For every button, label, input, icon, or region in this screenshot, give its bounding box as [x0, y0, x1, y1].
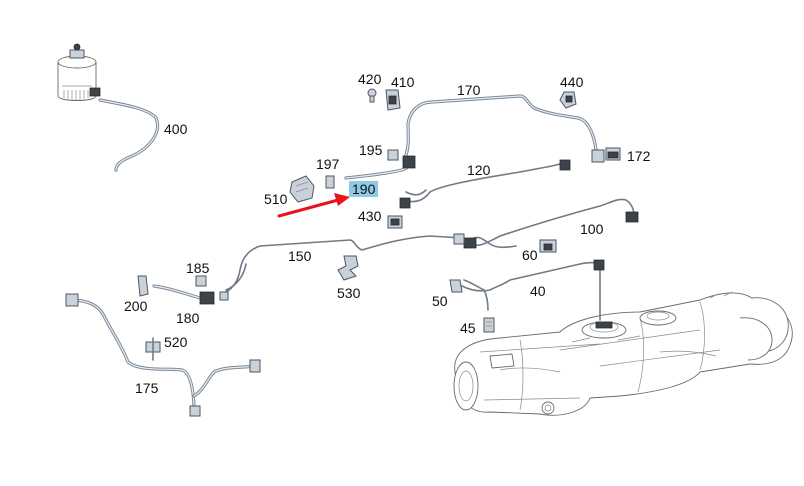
part-440-clip [559, 91, 577, 109]
label-40[interactable]: 40 [530, 283, 546, 299]
label-420[interactable]: 420 [358, 71, 382, 87]
label-520[interactable]: 520 [164, 334, 188, 350]
label-510[interactable]: 510 [264, 191, 288, 207]
label-410[interactable]: 410 [391, 74, 415, 90]
label-200[interactable]: 200 [124, 298, 148, 314]
part-175-line [65, 293, 261, 417]
label-185[interactable]: 185 [186, 260, 210, 276]
label-60[interactable]: 60 [522, 247, 538, 263]
part-120-line [399, 159, 571, 209]
callout-arrow [277, 193, 350, 218]
label-197[interactable]: 197 [316, 156, 340, 172]
part-420-screw [367, 88, 377, 103]
part-60-valve [539, 239, 557, 253]
part-410-clip [385, 89, 401, 111]
part-510-bracket [289, 175, 315, 203]
label-50[interactable]: 50 [432, 293, 448, 309]
part-520-clip [145, 337, 161, 361]
part-195-clip [387, 149, 399, 161]
part-50-connector [449, 279, 463, 293]
part-400-canister [57, 43, 160, 172]
part-40-line [461, 259, 605, 311]
part-45-filter [483, 317, 495, 333]
label-400[interactable]: 400 [164, 121, 188, 137]
label-172[interactable]: 172 [627, 148, 651, 164]
label-150[interactable]: 150 [288, 248, 312, 264]
label-175[interactable]: 175 [135, 380, 159, 396]
label-170[interactable]: 170 [457, 82, 481, 98]
part-430-clip [387, 215, 403, 229]
label-45[interactable]: 45 [460, 320, 476, 336]
label-180[interactable]: 180 [176, 310, 200, 326]
part-170-line [402, 94, 605, 163]
part-190-hose [344, 155, 416, 180]
part-185-clip [195, 275, 207, 287]
label-430[interactable]: 430 [358, 208, 382, 224]
part-197-sleeve [325, 175, 335, 189]
label-195[interactable]: 195 [359, 142, 383, 158]
part-530-clip [337, 255, 359, 281]
label-190[interactable]: 190 [349, 181, 379, 197]
label-120[interactable]: 120 [467, 162, 491, 178]
part-172-clip [605, 147, 621, 161]
fuel-tank [453, 269, 793, 416]
part-150-line [221, 233, 465, 295]
part-180-hose [152, 284, 229, 305]
part-200-bracket [137, 275, 149, 297]
label-100[interactable]: 100 [580, 221, 604, 237]
label-530[interactable]: 530 [337, 285, 361, 301]
label-440[interactable]: 440 [560, 74, 584, 90]
part-100-line [463, 198, 639, 249]
